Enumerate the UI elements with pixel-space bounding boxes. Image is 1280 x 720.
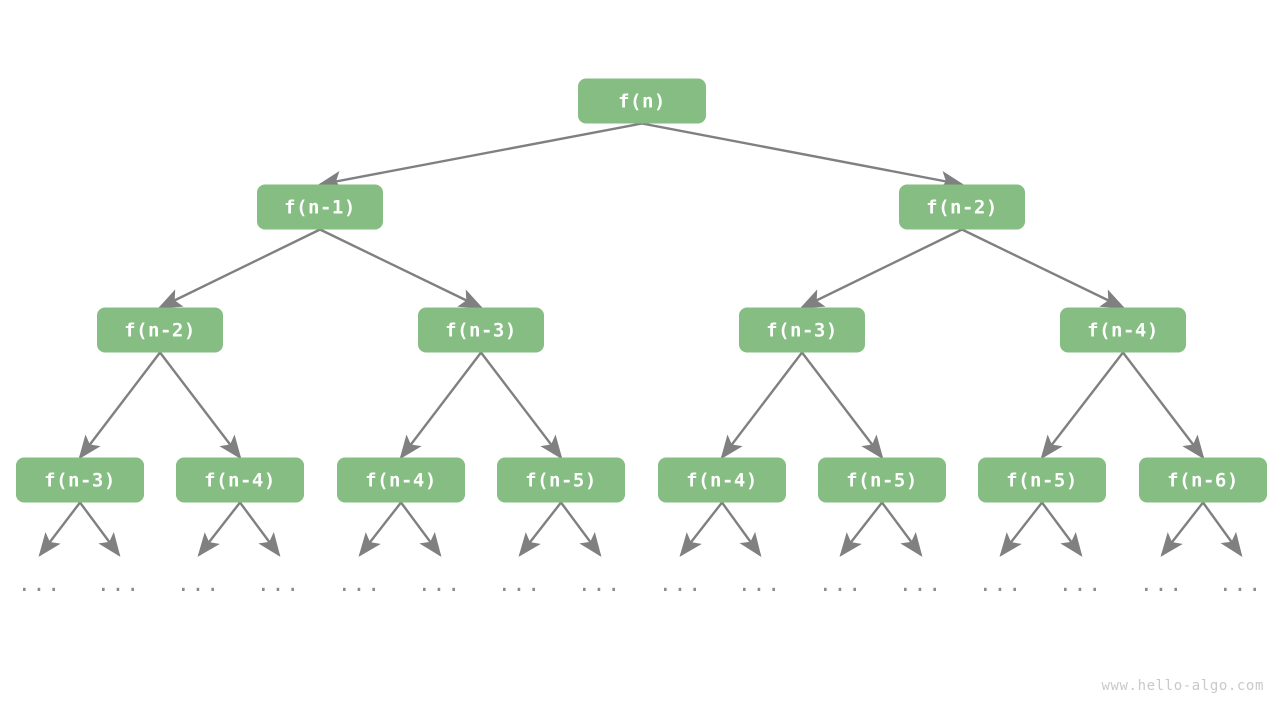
ellipsis-label: ... [979, 572, 1023, 596]
ellipsis-label: ... [97, 572, 141, 596]
tree-node-box [578, 78, 706, 124]
tree-edge [1040, 351, 1124, 460]
tree-node-label: f(n-4) [686, 470, 758, 492]
ellipsis-label: ... [498, 572, 542, 596]
ellipsis-label: ... [738, 572, 782, 596]
tree-node-box [16, 457, 144, 503]
tree-node[interactable]: f(n-5) [497, 457, 625, 503]
tree-node[interactable]: f(n-4) [337, 457, 465, 503]
leaf-stub-arrow [518, 501, 562, 557]
tree-node[interactable]: f(n-2) [899, 184, 1025, 230]
tree-edge [641, 122, 965, 190]
ellipsis-label: ... [177, 572, 221, 596]
watermark-label: www.hello-algo.com [1101, 678, 1264, 694]
ellipsis-label: ... [18, 572, 62, 596]
tree-node-box [658, 457, 786, 503]
tree-node-box [97, 307, 223, 353]
tree-node-label: f(n-2) [124, 320, 196, 342]
tree-edge [399, 351, 482, 460]
tree-node[interactable]: f(n-4) [658, 457, 786, 503]
ellipsis-label: ... [1059, 572, 1103, 596]
tree-node-label: f(n-5) [1006, 470, 1078, 492]
tree-node-box [497, 457, 625, 503]
tree-node[interactable]: f(n-5) [978, 457, 1106, 503]
tree-node-box [176, 457, 304, 503]
tree-edge [1122, 351, 1205, 460]
leaf-stub-arrow [197, 501, 241, 557]
tree-node[interactable]: f(n-4) [176, 457, 304, 503]
leaf-stub-arrow [1160, 501, 1204, 557]
tree-node-box [1139, 457, 1267, 503]
tree-node-label: f(n-4) [1087, 320, 1159, 342]
ellipses-layer: ........................................… [18, 572, 1263, 596]
edges-layer [78, 122, 1205, 460]
tree-node-label: f(n-1) [284, 197, 356, 219]
tree-node-box [257, 184, 383, 230]
ellipsis-label: ... [1219, 572, 1263, 596]
tree-node-label: f(n-2) [926, 197, 998, 219]
tree-node[interactable]: f(n-2) [97, 307, 223, 353]
ellipsis-label: ... [338, 572, 382, 596]
tree-edge [319, 228, 484, 309]
tree-edge [480, 351, 563, 460]
leaf-stub-arrow [881, 501, 923, 557]
tree-node[interactable]: f(n-1) [257, 184, 383, 230]
tree-edge [720, 351, 803, 460]
leaf-stub-arrow [79, 501, 121, 557]
ellipsis-label: ... [257, 572, 301, 596]
tree-node-label: f(n-5) [846, 470, 918, 492]
tree-node-label: f(n-3) [766, 320, 838, 342]
leaf-stub-arrow [839, 501, 883, 557]
tree-node-box [337, 457, 465, 503]
tree-edge [157, 228, 321, 309]
ellipsis-label: ... [659, 572, 703, 596]
tree-edge [159, 351, 242, 460]
tree-node-box [739, 307, 865, 353]
tree-node-box [418, 307, 544, 353]
tree-node-label: f(n-3) [44, 470, 116, 492]
tree-node[interactable]: f(n-5) [818, 457, 946, 503]
tree-node-label: f(n-3) [445, 320, 517, 342]
nodes-layer: f(n) f(n-1) f(n-2) f(n-2) f(n-3) f(n-3) f(n-4)… [16, 78, 1267, 503]
leaf-stub-arrow [999, 501, 1043, 557]
ellipsis-label: ... [418, 572, 462, 596]
tree-node-label: f(n-6) [1167, 470, 1239, 492]
leaf-stub-arrow [239, 501, 281, 557]
leaf-stub-arrow [400, 501, 442, 557]
tree-node-label: f(n-4) [365, 470, 437, 492]
leaf-stub-arrow [38, 501, 81, 557]
leaf-stub-arrows-layer [38, 501, 1243, 557]
tree-node[interactable]: f(n-3) [418, 307, 544, 353]
leaf-stub-arrow [721, 501, 762, 557]
tree-node[interactable]: f(n-6) [1139, 457, 1267, 503]
tree-node-box [818, 457, 946, 503]
ellipsis-label: ... [899, 572, 943, 596]
tree-edge [799, 228, 963, 309]
tree-edge [801, 351, 884, 460]
tree-edge [961, 228, 1126, 309]
leaf-stub-arrow [1202, 501, 1243, 557]
tree-node[interactable]: f(n) [578, 78, 706, 124]
tree-edge [317, 122, 643, 190]
tree-node-label: f(n-4) [204, 470, 276, 492]
tree-node-label: f(n) [618, 91, 666, 113]
ellipsis-label: ... [578, 572, 622, 596]
leaf-stub-arrow [1041, 501, 1083, 557]
leaf-stub-arrow [358, 501, 402, 557]
tree-node-box [978, 457, 1106, 503]
leaf-stub-arrow [679, 501, 723, 557]
leaf-stub-arrow [560, 501, 602, 557]
tree-node[interactable]: f(n-3) [739, 307, 865, 353]
tree-node-box [899, 184, 1025, 230]
tree-node-box [1060, 307, 1186, 353]
tree-node[interactable]: f(n-4) [1060, 307, 1186, 353]
tree-edge [78, 351, 161, 460]
ellipsis-label: ... [1140, 572, 1184, 596]
ellipsis-label: ... [819, 572, 863, 596]
tree-node[interactable]: f(n-3) [16, 457, 144, 503]
tree-node-label: f(n-5) [525, 470, 597, 492]
